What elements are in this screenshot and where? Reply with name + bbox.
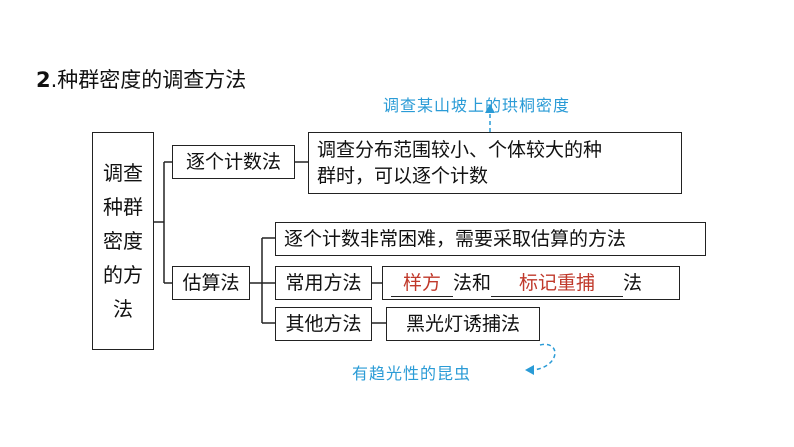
root-line: 密度 bbox=[103, 229, 143, 253]
estimate-intro-text: 逐个计数非常困难，需要采取估算的方法 bbox=[284, 228, 627, 250]
example-note-tongtree: 调查某山坡上的珙桐密度 bbox=[383, 96, 571, 115]
root-line: 调查 bbox=[103, 161, 143, 185]
root-line: 种群 bbox=[103, 195, 143, 219]
branch-estimate-box: 估算法 bbox=[172, 266, 250, 300]
other-method-box: 其他方法 bbox=[275, 307, 372, 341]
light-trap-text: 黑光灯诱捕法 bbox=[405, 313, 520, 335]
section-title: .种群密度的调查方法 bbox=[50, 68, 247, 92]
common-method-box: 常用方法 bbox=[275, 266, 372, 300]
answer-connector-text: 法和 bbox=[453, 272, 492, 294]
description-line-1: 调查分布范围较小、个体较大的种 bbox=[317, 139, 603, 161]
root-concept-box: 调查 种群 密度 的方 法 bbox=[92, 132, 154, 350]
other-method-label: 其他方法 bbox=[285, 313, 362, 335]
answer-blank-mark-recapture: 标记重捕 bbox=[491, 270, 624, 297]
branch-count-description-box: 调查分布范围较小、个体较大的种 群时，可以逐个计数 bbox=[308, 132, 682, 194]
branch-estimate-label: 估算法 bbox=[182, 272, 240, 294]
answer-blank-quadrat: 样方 bbox=[391, 270, 453, 297]
other-method-value-box: 黑光灯诱捕法 bbox=[386, 307, 540, 341]
root-line: 法 bbox=[113, 297, 133, 321]
section-number: 2 bbox=[36, 68, 51, 92]
root-line: 的方 bbox=[103, 263, 143, 287]
branch-count-label: 逐个计数法 bbox=[185, 151, 281, 173]
section-heading: 2.种群密度的调查方法 bbox=[36, 64, 246, 94]
description-line-2: 群时，可以逐个计数 bbox=[317, 165, 489, 187]
estimate-intro-box: 逐个计数非常困难，需要采取估算的方法 bbox=[275, 222, 706, 256]
common-method-answer-box: 样方 法和 标记重捕 法 bbox=[382, 266, 680, 300]
branch-count-box: 逐个计数法 bbox=[172, 145, 295, 179]
answer-tail-text: 法 bbox=[623, 272, 643, 294]
phototaxis-note: 有趋光性的昆虫 bbox=[352, 364, 472, 383]
common-method-label: 常用方法 bbox=[285, 272, 362, 294]
